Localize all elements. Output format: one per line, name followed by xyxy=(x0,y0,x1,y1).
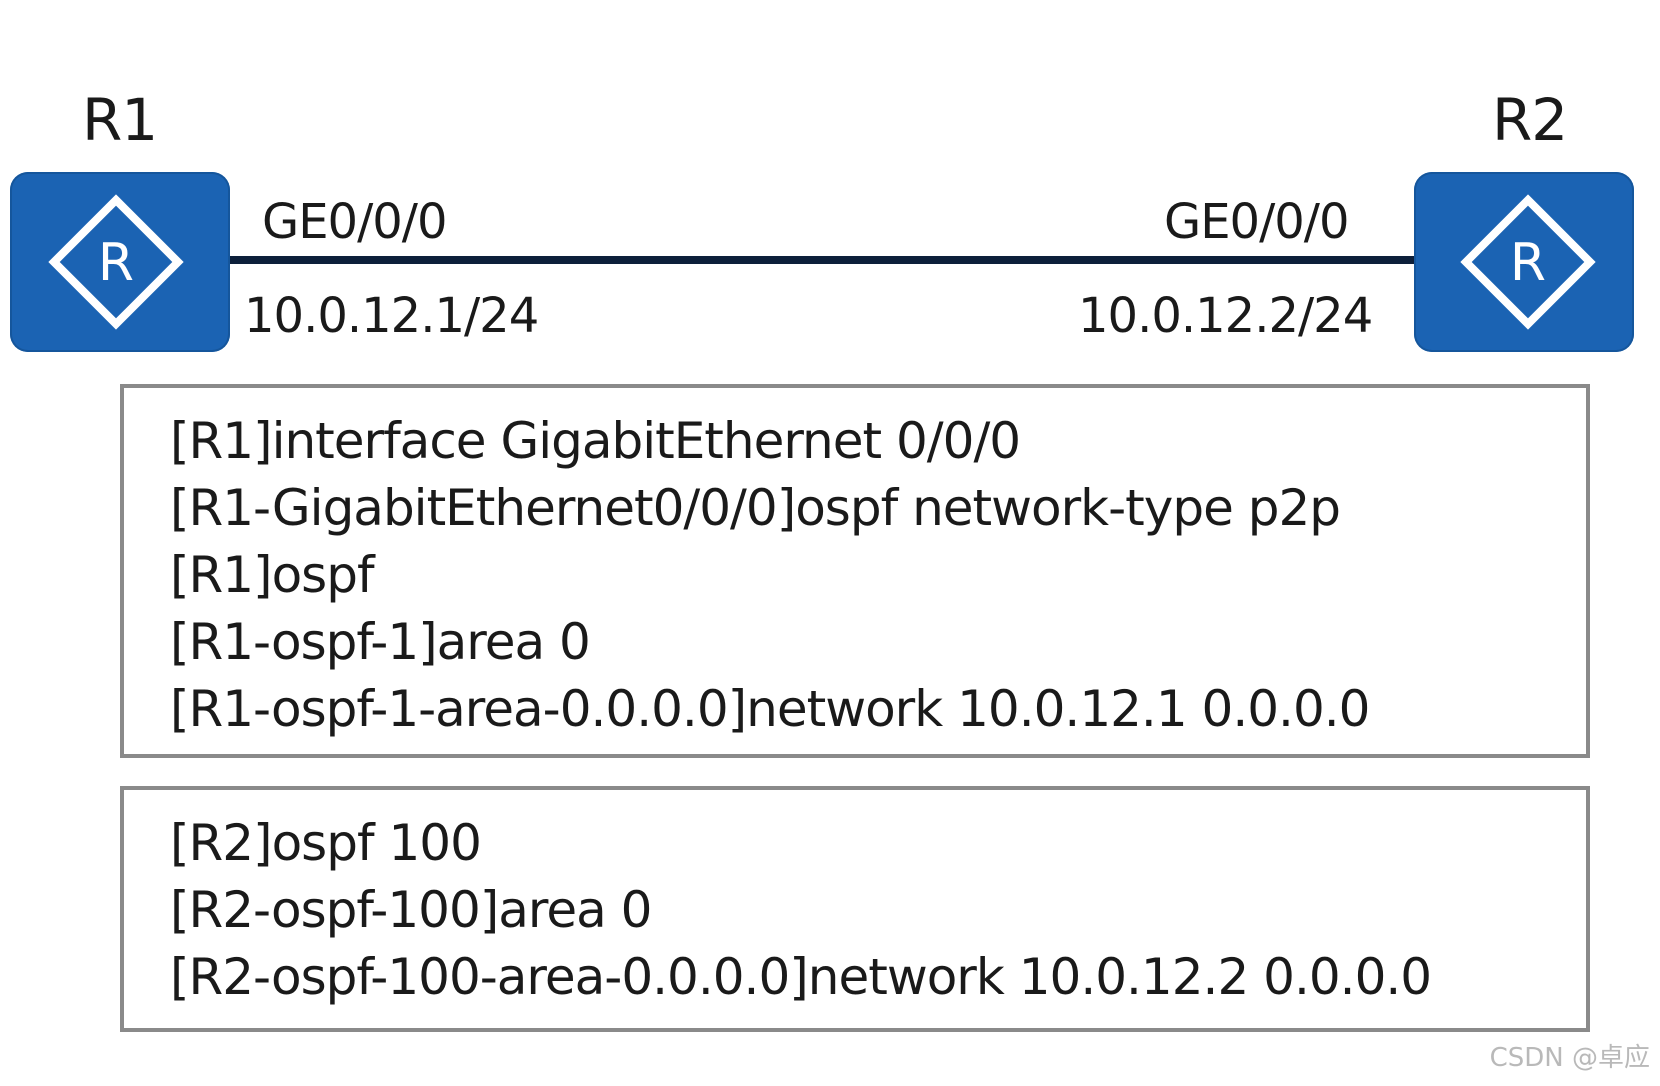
r1-interface-label: GE0/0/0 xyxy=(262,194,447,250)
watermark: CSDN @卓应 xyxy=(1489,1043,1650,1073)
router-r1-icon: R xyxy=(10,172,230,352)
config-line: [R1-ospf-1]area 0 xyxy=(170,613,591,671)
router-r2-icon: R xyxy=(1414,172,1634,352)
r1-config-box: [R1]interface GigabitEthernet 0/0/0 [R1-… xyxy=(120,384,1590,758)
config-line: [R2]ospf 100 xyxy=(170,814,482,872)
config-line: [R2-ospf-100]area 0 xyxy=(170,881,652,939)
config-line: [R1]ospf xyxy=(170,546,375,604)
ethernet-link xyxy=(228,256,1416,264)
config-line: [R1]interface GigabitEthernet 0/0/0 xyxy=(170,412,1021,470)
r1-ip-address: 10.0.12.1/24 xyxy=(244,288,539,344)
r2-ip-address: 10.0.12.2/24 xyxy=(1078,288,1373,344)
router-icon: R xyxy=(48,194,184,330)
router-r2-icon-letter: R xyxy=(1510,233,1546,293)
router-r2-name: R2 xyxy=(1492,86,1568,154)
router-icon: R xyxy=(1460,194,1596,330)
r2-config-lines: [R2]ospf 100 [R2-ospf-100]area 0 [R2-osp… xyxy=(170,810,1432,1011)
router-r1-icon-letter: R xyxy=(98,233,134,293)
r2-config-box: [R2]ospf 100 [R2-ospf-100]area 0 [R2-osp… xyxy=(120,786,1590,1032)
r1-config-lines: [R1]interface GigabitEthernet 0/0/0 [R1-… xyxy=(170,408,1370,743)
router-r1-name: R1 xyxy=(82,86,158,154)
config-line: [R1-ospf-1-area-0.0.0.0]network 10.0.12.… xyxy=(170,680,1370,738)
config-line: [R2-ospf-100-area-0.0.0.0]network 10.0.1… xyxy=(170,948,1432,1006)
r2-interface-label: GE0/0/0 xyxy=(1164,194,1349,250)
config-line: [R1-GigabitEthernet0/0/0]ospf network-ty… xyxy=(170,479,1341,537)
